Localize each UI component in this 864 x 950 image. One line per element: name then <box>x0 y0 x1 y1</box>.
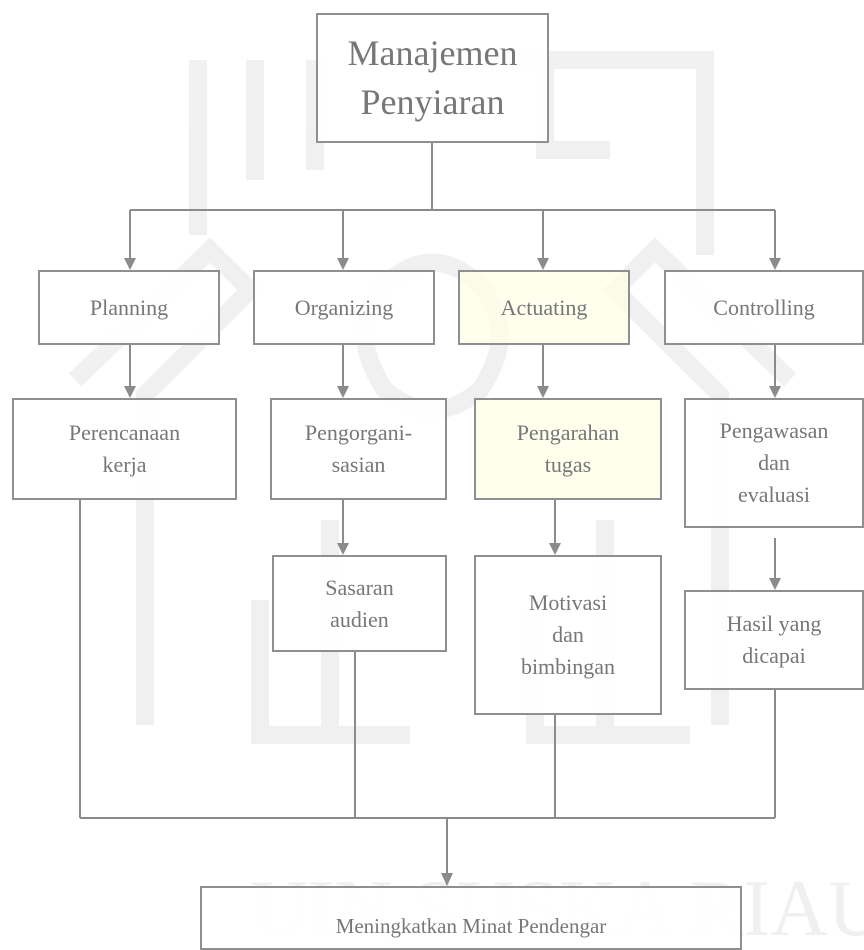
perencanaan-kerja-box: Perencanaan kerja <box>12 398 237 500</box>
arrow-organizing-outcome <box>337 386 349 398</box>
planning-box: Planning <box>38 270 220 345</box>
arrow-planning <box>124 258 136 270</box>
organizing-box: Organizing <box>253 270 435 345</box>
arrow-motivasi <box>549 543 561 555</box>
hasil-dicapai-box: Hasil yang dicapai <box>684 590 864 690</box>
pengarahan-tugas-box: Pengarahan tugas <box>474 398 662 500</box>
actuating-box: Actuating <box>458 270 630 345</box>
arrow-controlling-outcome <box>769 386 781 398</box>
manajemen-penyiaran-box: Manajemen Penyiaran <box>316 13 549 143</box>
pengorganisasian-box: Pengorgani- sasian <box>270 398 447 500</box>
controlling-box: Controlling <box>664 270 864 345</box>
meningkatkan-minat-box: Meningkatkan Minat Pendengar <box>200 886 742 950</box>
arrow-result <box>441 873 453 886</box>
arrow-hasil <box>769 578 781 590</box>
motivasi-bimbingan-box: Motivasi dan bimbingan <box>474 555 662 715</box>
arrow-organizing <box>337 258 349 270</box>
arrow-actuating-outcome <box>537 386 549 398</box>
arrow-planning-outcome <box>124 386 136 398</box>
arrow-actuating <box>537 258 549 270</box>
sasaran-audien-box: Sasaran audien <box>272 555 447 652</box>
arrow-controlling <box>769 258 781 270</box>
pengawasan-evaluasi-box: Pengawasan dan evaluasi <box>684 398 864 528</box>
arrow-sasaran <box>337 543 349 555</box>
